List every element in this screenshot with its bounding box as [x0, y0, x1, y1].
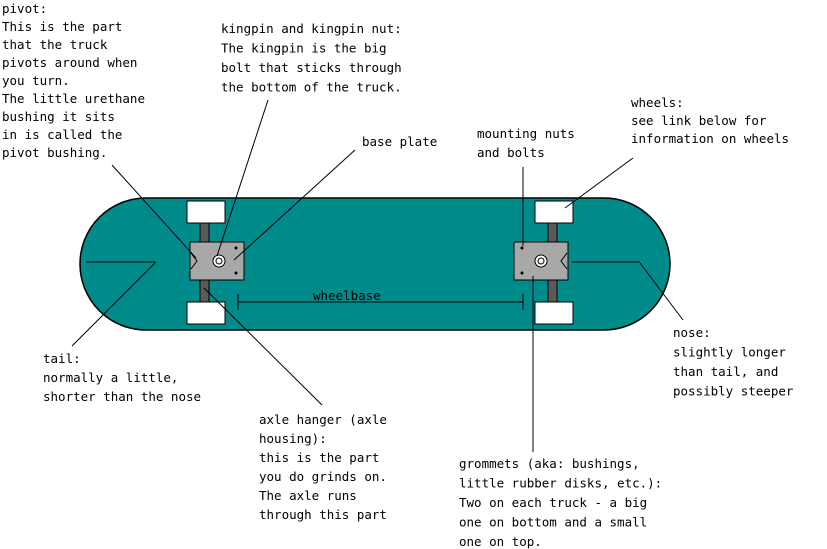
pivot-label-line: This is the part — [2, 19, 122, 34]
axle-label-line: The axle runs — [259, 488, 357, 503]
grommets-label: grommets (aka: bushings, little rubber di… — [459, 456, 662, 549]
nose-label-line: than tail, and — [673, 364, 778, 379]
right-bottom-wheel — [534, 301, 574, 325]
right-kingpin-nut — [537, 257, 545, 265]
left-mount-bolt — [234, 246, 238, 250]
grommets-label-line: grommets (aka: bushings, — [459, 456, 640, 471]
pivot-label-line: pivot bushing. — [2, 145, 107, 160]
pivot-label-line: The little urethane — [2, 91, 145, 106]
left-mount-bolt — [234, 271, 238, 275]
right-pivot-cup — [560, 252, 568, 270]
mounting-label: mounting nuts and bolts — [477, 126, 575, 160]
nose-label-line: nose: — [673, 325, 711, 340]
right-mount-bolt — [520, 246, 524, 250]
right-truck — [513, 200, 574, 325]
baseplate-label-line: base plate — [362, 134, 437, 149]
axle-label-line: axle hanger (axle — [259, 412, 387, 427]
axle-label-line: this is the part — [259, 450, 379, 465]
left-truck — [186, 200, 245, 325]
pivot-label-line: pivot: — [2, 1, 47, 16]
tail-label-line: normally a little, — [43, 370, 178, 385]
kingpin-label-line: kingpin and kingpin nut: — [221, 21, 402, 36]
right-top-wheel — [534, 200, 574, 224]
kingpin-label-line: the bottom of the truck. — [221, 80, 402, 95]
axle-label-line: through this part — [259, 507, 387, 522]
kingpin-label-line: bolt that sticks through — [221, 60, 402, 75]
tail-label: tail: normally a little, shorter than the … — [43, 351, 201, 404]
mounting-label-line: mounting nuts — [477, 126, 575, 141]
tail-label-line: tail: — [43, 351, 81, 366]
pivot-label-line: you turn. — [2, 73, 70, 88]
kingpin-label: kingpin and kingpin nut: The kingpin is t… — [221, 21, 402, 95]
pivot-label: pivot: This is the part that the truck pivo… — [2, 1, 145, 160]
nose-label-line: possibly steeper — [673, 384, 794, 399]
pivot-label-line: that the truck — [2, 37, 108, 52]
left-kingpin — [212, 254, 226, 268]
left-top-wheel — [186, 200, 226, 224]
kingpin-leader — [216, 99, 269, 257]
wheels-label-line: information on wheels — [631, 131, 789, 146]
grommets-label-line: Two on each truck - a big — [459, 495, 647, 510]
pivot-label-line: bushing it sits — [2, 109, 115, 124]
right-kingpin — [534, 254, 548, 268]
mounting-label-line: and bolts — [477, 145, 545, 160]
axle-leader — [203, 287, 323, 406]
grommets-label-line: one on top. — [459, 534, 542, 549]
axle-label: axle hanger (axle housing): this is the pa… — [259, 412, 387, 522]
grommets-label-line: one on bottom and a small — [459, 515, 647, 530]
pivot-label-line: pivots around when — [2, 55, 137, 70]
axle-label-line: you do grinds on. — [259, 469, 387, 484]
tail-leader — [71, 262, 156, 347]
baseplate-label: base plate — [362, 134, 437, 149]
baseplate-leader — [233, 149, 356, 261]
wheels-label-line: see link below for — [631, 113, 767, 128]
pivot-label-line: in is called the — [2, 127, 122, 142]
wheelbase-label: wheelbase — [313, 288, 381, 303]
tail-label-line: shorter than the nose — [43, 389, 201, 404]
left-bottom-wheel — [186, 301, 226, 325]
right-mount-bolt — [520, 271, 524, 275]
nose-leader — [639, 262, 684, 321]
axle-label-line: housing): — [259, 431, 327, 446]
left-pivot-cup — [190, 252, 198, 270]
nose-label-line: slightly longer — [673, 345, 786, 360]
wheels-label: wheels: see link below for information on … — [631, 95, 789, 146]
wheels-label-line: wheels: — [631, 95, 684, 110]
grommets-label-line: little rubber disks, etc.): — [459, 476, 662, 491]
pivot-leader — [111, 164, 197, 259]
wheels-leader — [564, 157, 634, 209]
nose-label: nose: slightly longer than tail, and possib… — [673, 325, 794, 399]
wheelbase-label-line: wheelbase — [313, 288, 381, 303]
kingpin-label-line: The kingpin is the big — [221, 41, 387, 56]
skateboard-deck — [79, 197, 671, 331]
left-kingpin-nut — [215, 257, 223, 265]
